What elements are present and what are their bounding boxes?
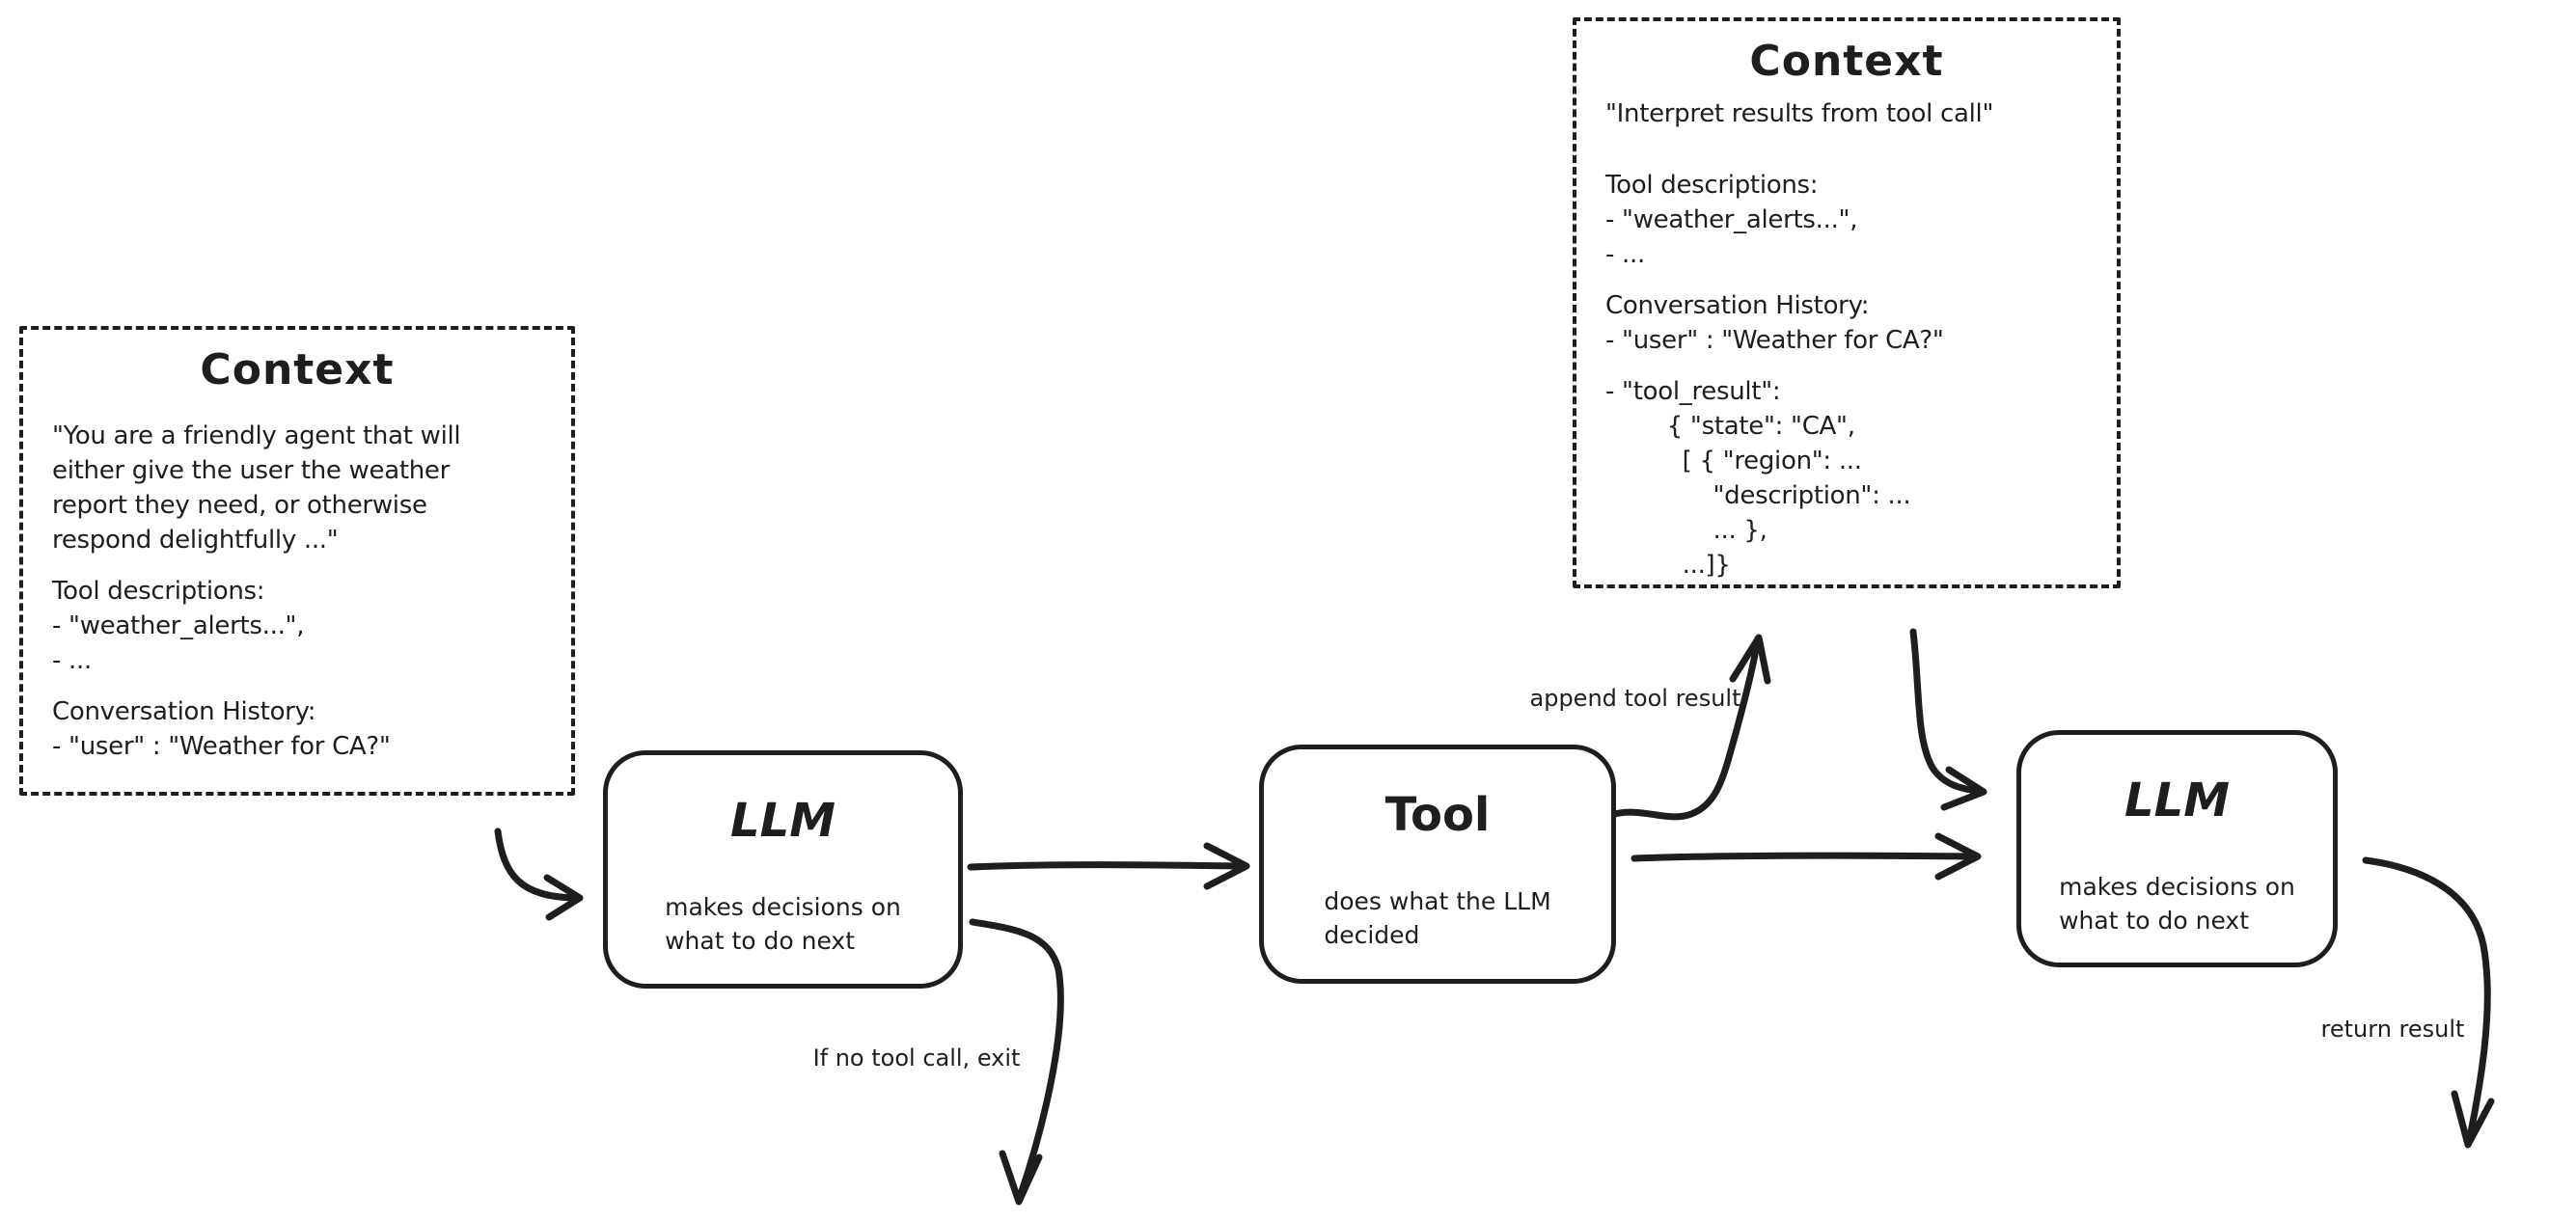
arrowhead-tool-to-context-right — [1729, 634, 1771, 685]
arrowhead-llm1-to-tool — [1203, 842, 1250, 890]
tool-descriptions-text: Tool descriptions: - "weather_alerts..."… — [52, 577, 305, 675]
context-right-title: Context — [1749, 37, 1944, 86]
context-box-left: Context "You are a friendly agent that w… — [19, 326, 575, 796]
llm2-subtitle: makes decisions on what to do next — [2059, 873, 2295, 935]
arrow-llm1-to-tool — [967, 861, 1245, 871]
arrow-llm2-return — [2362, 856, 2491, 1146]
tool-subtitle: does what the LLM decided — [1324, 887, 1551, 949]
llm-node-2: LLM makes decisions on what to do next — [2016, 730, 2338, 967]
arrowhead-context-left-to-llm1 — [543, 874, 584, 921]
arrow-tool-to-context-right — [1607, 635, 1762, 821]
llm-node-1: LLM makes decisions on what to do next — [603, 750, 963, 989]
context-left-title: Context — [200, 345, 395, 394]
arrowhead-llm2-return — [2451, 1090, 2495, 1149]
return-result-label: return result — [2320, 1016, 2465, 1043]
llm2-title: LLM — [2124, 773, 2230, 828]
tool-title: Tool — [1384, 788, 1491, 842]
context-box-right: Context "Interpret results from tool cal… — [1573, 17, 2121, 588]
tool-result-text: - "tool_result": { "state": "CA", [ { "r… — [1605, 377, 1911, 580]
context-right-body: "Interpret results from tool call" Tool … — [1576, 87, 2117, 583]
llm1-title: LLM — [730, 794, 836, 848]
system-prompt-text: "You are a friendly agent that will eith… — [52, 421, 461, 555]
arrowhead-context-right-to-llm2 — [1940, 766, 1987, 811]
context-left-body: "You are a friendly agent that will eith… — [23, 395, 571, 764]
tool-node: Tool does what the LLM decided — [1259, 745, 1616, 984]
llm1-subtitle: makes decisions on what to do next — [665, 893, 901, 955]
interpret-prompt-text: "Interpret results from tool call" — [1605, 99, 1994, 128]
conversation-history-text: Conversation History: - "user" : "Weathe… — [1605, 291, 1944, 355]
arrowhead-tool-to-llm2 — [1934, 832, 1982, 881]
tool-descriptions-text: Tool descriptions: - "weather_alerts..."… — [1605, 171, 1858, 269]
no-tool-call-exit-label: If no tool call, exit — [812, 1045, 1021, 1072]
arrow-tool-to-llm2 — [1631, 852, 1975, 862]
arrow-context-left-to-llm1 — [494, 828, 579, 902]
append-tool-result-label: append tool result — [1529, 685, 1741, 712]
arrow-context-right-to-llm2 — [1909, 628, 1982, 795]
conversation-history-text: Conversation History: - "user" : "Weathe… — [52, 697, 391, 761]
arrowhead-llm1-exit — [999, 1150, 1043, 1206]
